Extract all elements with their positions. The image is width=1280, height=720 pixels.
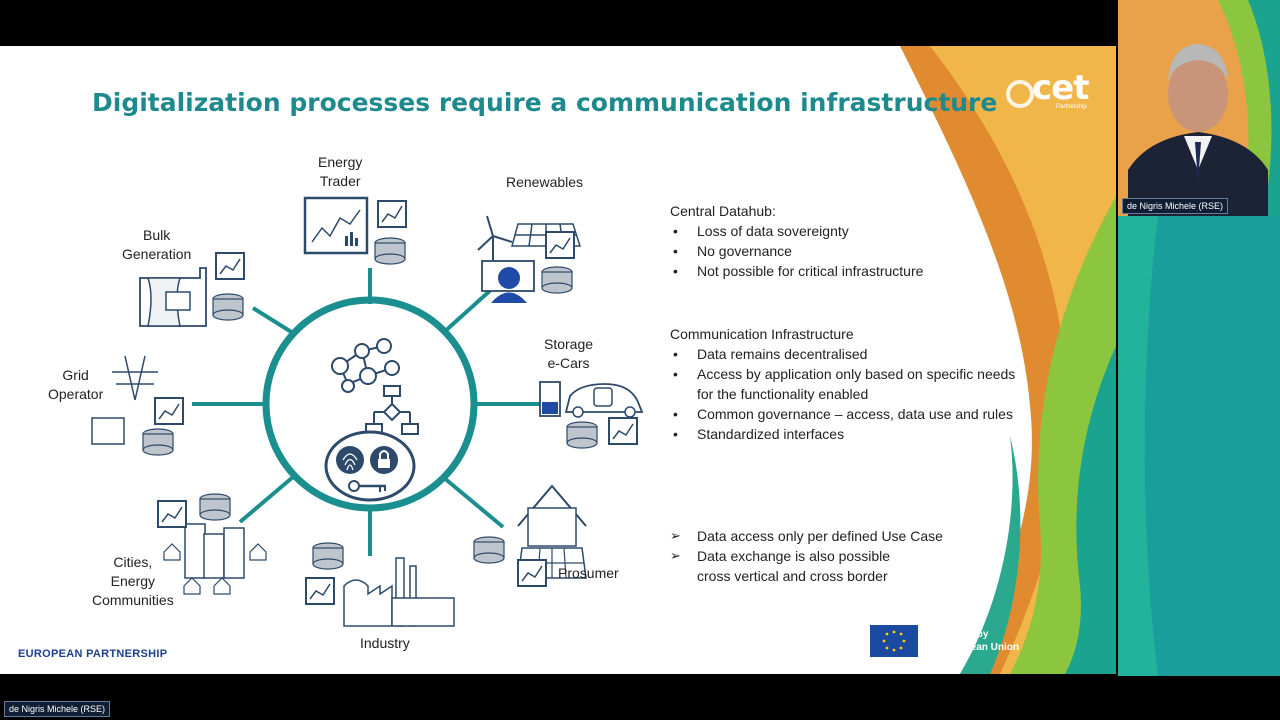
node-label-prosumer: Prosumer <box>558 565 619 581</box>
conclusions-section: Data access only per defined Use Case Da… <box>670 526 977 586</box>
cet-logo-subtext: Partnership <box>1056 104 1087 110</box>
industry-icon <box>305 542 455 627</box>
grid-operator-icon <box>91 355 184 456</box>
hub-spokes <box>192 268 540 556</box>
slide-background-swoosh <box>900 46 1116 674</box>
communication-infrastructure-heading: Communication Infrastructure <box>670 326 854 342</box>
cet-logo-icon <box>1006 80 1034 108</box>
list-item: No governance <box>670 241 1017 261</box>
participant-panel-background <box>1118 216 1280 676</box>
central-datahub-section: Central Datahub: Loss of data sovereignt… <box>670 201 1017 281</box>
communication-hub-diagram <box>91 196 644 627</box>
list-item: Data exchange is also possible cross ver… <box>670 546 927 586</box>
speaker-video-tile[interactable] <box>1118 0 1280 216</box>
node-label-industry: Industry <box>360 635 410 651</box>
network-nodes-icon <box>331 338 400 393</box>
list-item: Common governance – access, data use and… <box>670 404 1017 424</box>
list-item: Not possible for critical infrastructure <box>670 261 1017 281</box>
cities-icon <box>157 493 267 595</box>
footer-european-partnership: EUROPEAN PARTNERSHIP <box>18 648 168 660</box>
list-item: Access by application only based on spec… <box>670 364 1017 404</box>
list-item: Data remains decentralised <box>670 344 1017 364</box>
energy-trader-icon <box>303 196 407 265</box>
presentation-slide: Digitalization processes require a commu… <box>0 46 1116 674</box>
list-item: Loss of data sovereignty <box>670 221 1017 241</box>
eu-flag-icon <box>870 625 918 657</box>
node-label-renewables: Renewables <box>506 174 584 190</box>
hub-ring <box>262 296 478 512</box>
central-datahub-heading: Central Datahub: <box>670 203 776 219</box>
list-item: Standardized interfaces <box>670 424 1017 444</box>
slide-title: Digitalization processes require a commu… <box>92 88 998 117</box>
storage-ecar-icon <box>539 381 644 449</box>
list-item: Data access only per defined Use Case <box>670 526 977 546</box>
bulk-generation-icon <box>139 252 245 327</box>
security-icon <box>324 430 416 502</box>
speaker-name-label: de Nigris Michele (RSE) <box>1122 198 1229 214</box>
flowchart-icon <box>365 385 419 435</box>
renewables-icon <box>477 215 582 303</box>
communication-infrastructure-section: Communication Infrastructure Data remain… <box>670 324 1017 444</box>
cet-logo-text: cet <box>1032 68 1089 108</box>
active-speaker-name: de Nigris Michele (RSE) <box>4 701 111 717</box>
prosumer-icon <box>473 484 587 587</box>
